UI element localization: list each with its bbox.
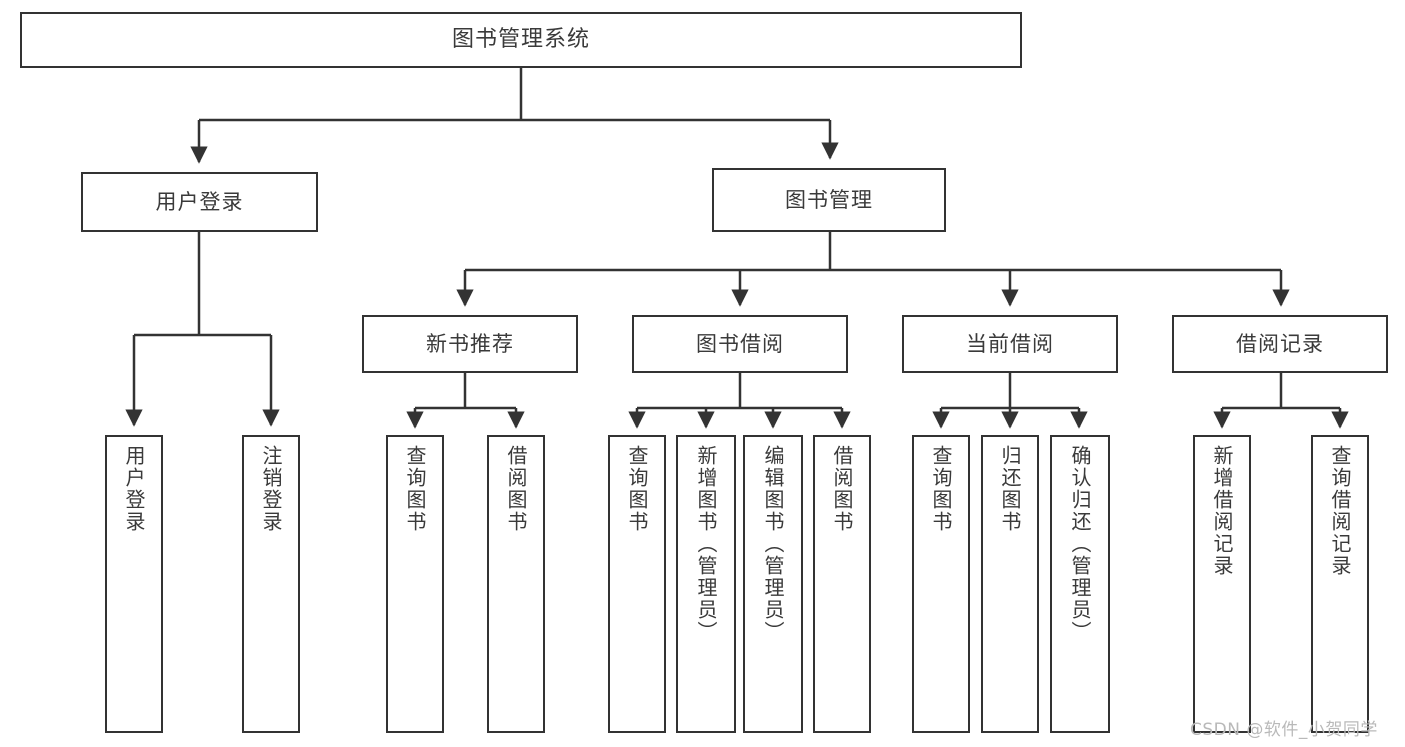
node-leaf-borrow-book-1[interactable]: 借阅图书 [487, 435, 545, 733]
node-new-book-recommend-label: 新书推荐 [426, 331, 514, 356]
node-leaf-add-record-label: 新增借阅记录 [1210, 445, 1234, 577]
node-leaf-borrow-book-2-label: 借阅图书 [830, 445, 854, 533]
node-user-login-label: 用户登录 [155, 189, 244, 214]
node-leaf-return-book-label: 归还图书 [998, 445, 1022, 533]
node-root[interactable]: 图书管理系统 [20, 12, 1022, 68]
node-leaf-edit-book[interactable]: 编辑图书（管理员） [743, 435, 803, 733]
csdn-watermark: CSDN @软件_小贺同学 [1190, 720, 1378, 740]
node-leaf-query-record-label: 查询借阅记录 [1328, 445, 1352, 577]
node-leaf-confirm-return-label: 确认归还（管理员） [1068, 445, 1092, 643]
node-user-login[interactable]: 用户登录 [81, 172, 318, 232]
node-leaf-borrow-book-2[interactable]: 借阅图书 [813, 435, 871, 733]
node-book-manage[interactable]: 图书管理 [712, 168, 946, 232]
node-root-label: 图书管理系统 [451, 27, 590, 53]
node-leaf-borrow-book-1-label: 借阅图书 [504, 445, 528, 533]
node-borrow-record-label: 借阅记录 [1236, 331, 1324, 356]
node-book-manage-label: 图书管理 [785, 187, 873, 212]
node-leaf-query-book-3-label: 查询图书 [929, 445, 953, 533]
node-leaf-confirm-return[interactable]: 确认归还（管理员） [1050, 435, 1110, 733]
node-leaf-add-book[interactable]: 新增图书（管理员） [676, 435, 736, 733]
node-leaf-query-book-1[interactable]: 查询图书 [386, 435, 444, 733]
node-leaf-query-book-2-label: 查询图书 [625, 445, 649, 533]
node-leaf-edit-book-label: 编辑图书（管理员） [761, 445, 785, 643]
node-leaf-logout[interactable]: 注销登录 [242, 435, 300, 733]
node-leaf-query-record[interactable]: 查询借阅记录 [1311, 435, 1369, 733]
node-leaf-logout-label: 注销登录 [259, 445, 283, 533]
node-book-borrow-label: 图书借阅 [696, 331, 784, 356]
node-leaf-add-book-label: 新增图书（管理员） [694, 445, 718, 643]
node-new-book-recommend[interactable]: 新书推荐 [362, 315, 578, 373]
node-leaf-user-login-label: 用户登录 [122, 445, 146, 533]
node-leaf-query-book-2[interactable]: 查询图书 [608, 435, 666, 733]
node-book-borrow[interactable]: 图书借阅 [632, 315, 848, 373]
node-leaf-query-book-3[interactable]: 查询图书 [912, 435, 970, 733]
node-leaf-add-record[interactable]: 新增借阅记录 [1193, 435, 1251, 733]
node-current-borrow-label: 当前借阅 [966, 331, 1054, 356]
node-leaf-user-login[interactable]: 用户登录 [105, 435, 163, 733]
node-leaf-return-book[interactable]: 归还图书 [981, 435, 1039, 733]
node-leaf-query-book-1-label: 查询图书 [403, 445, 427, 533]
node-current-borrow[interactable]: 当前借阅 [902, 315, 1118, 373]
node-borrow-record[interactable]: 借阅记录 [1172, 315, 1388, 373]
